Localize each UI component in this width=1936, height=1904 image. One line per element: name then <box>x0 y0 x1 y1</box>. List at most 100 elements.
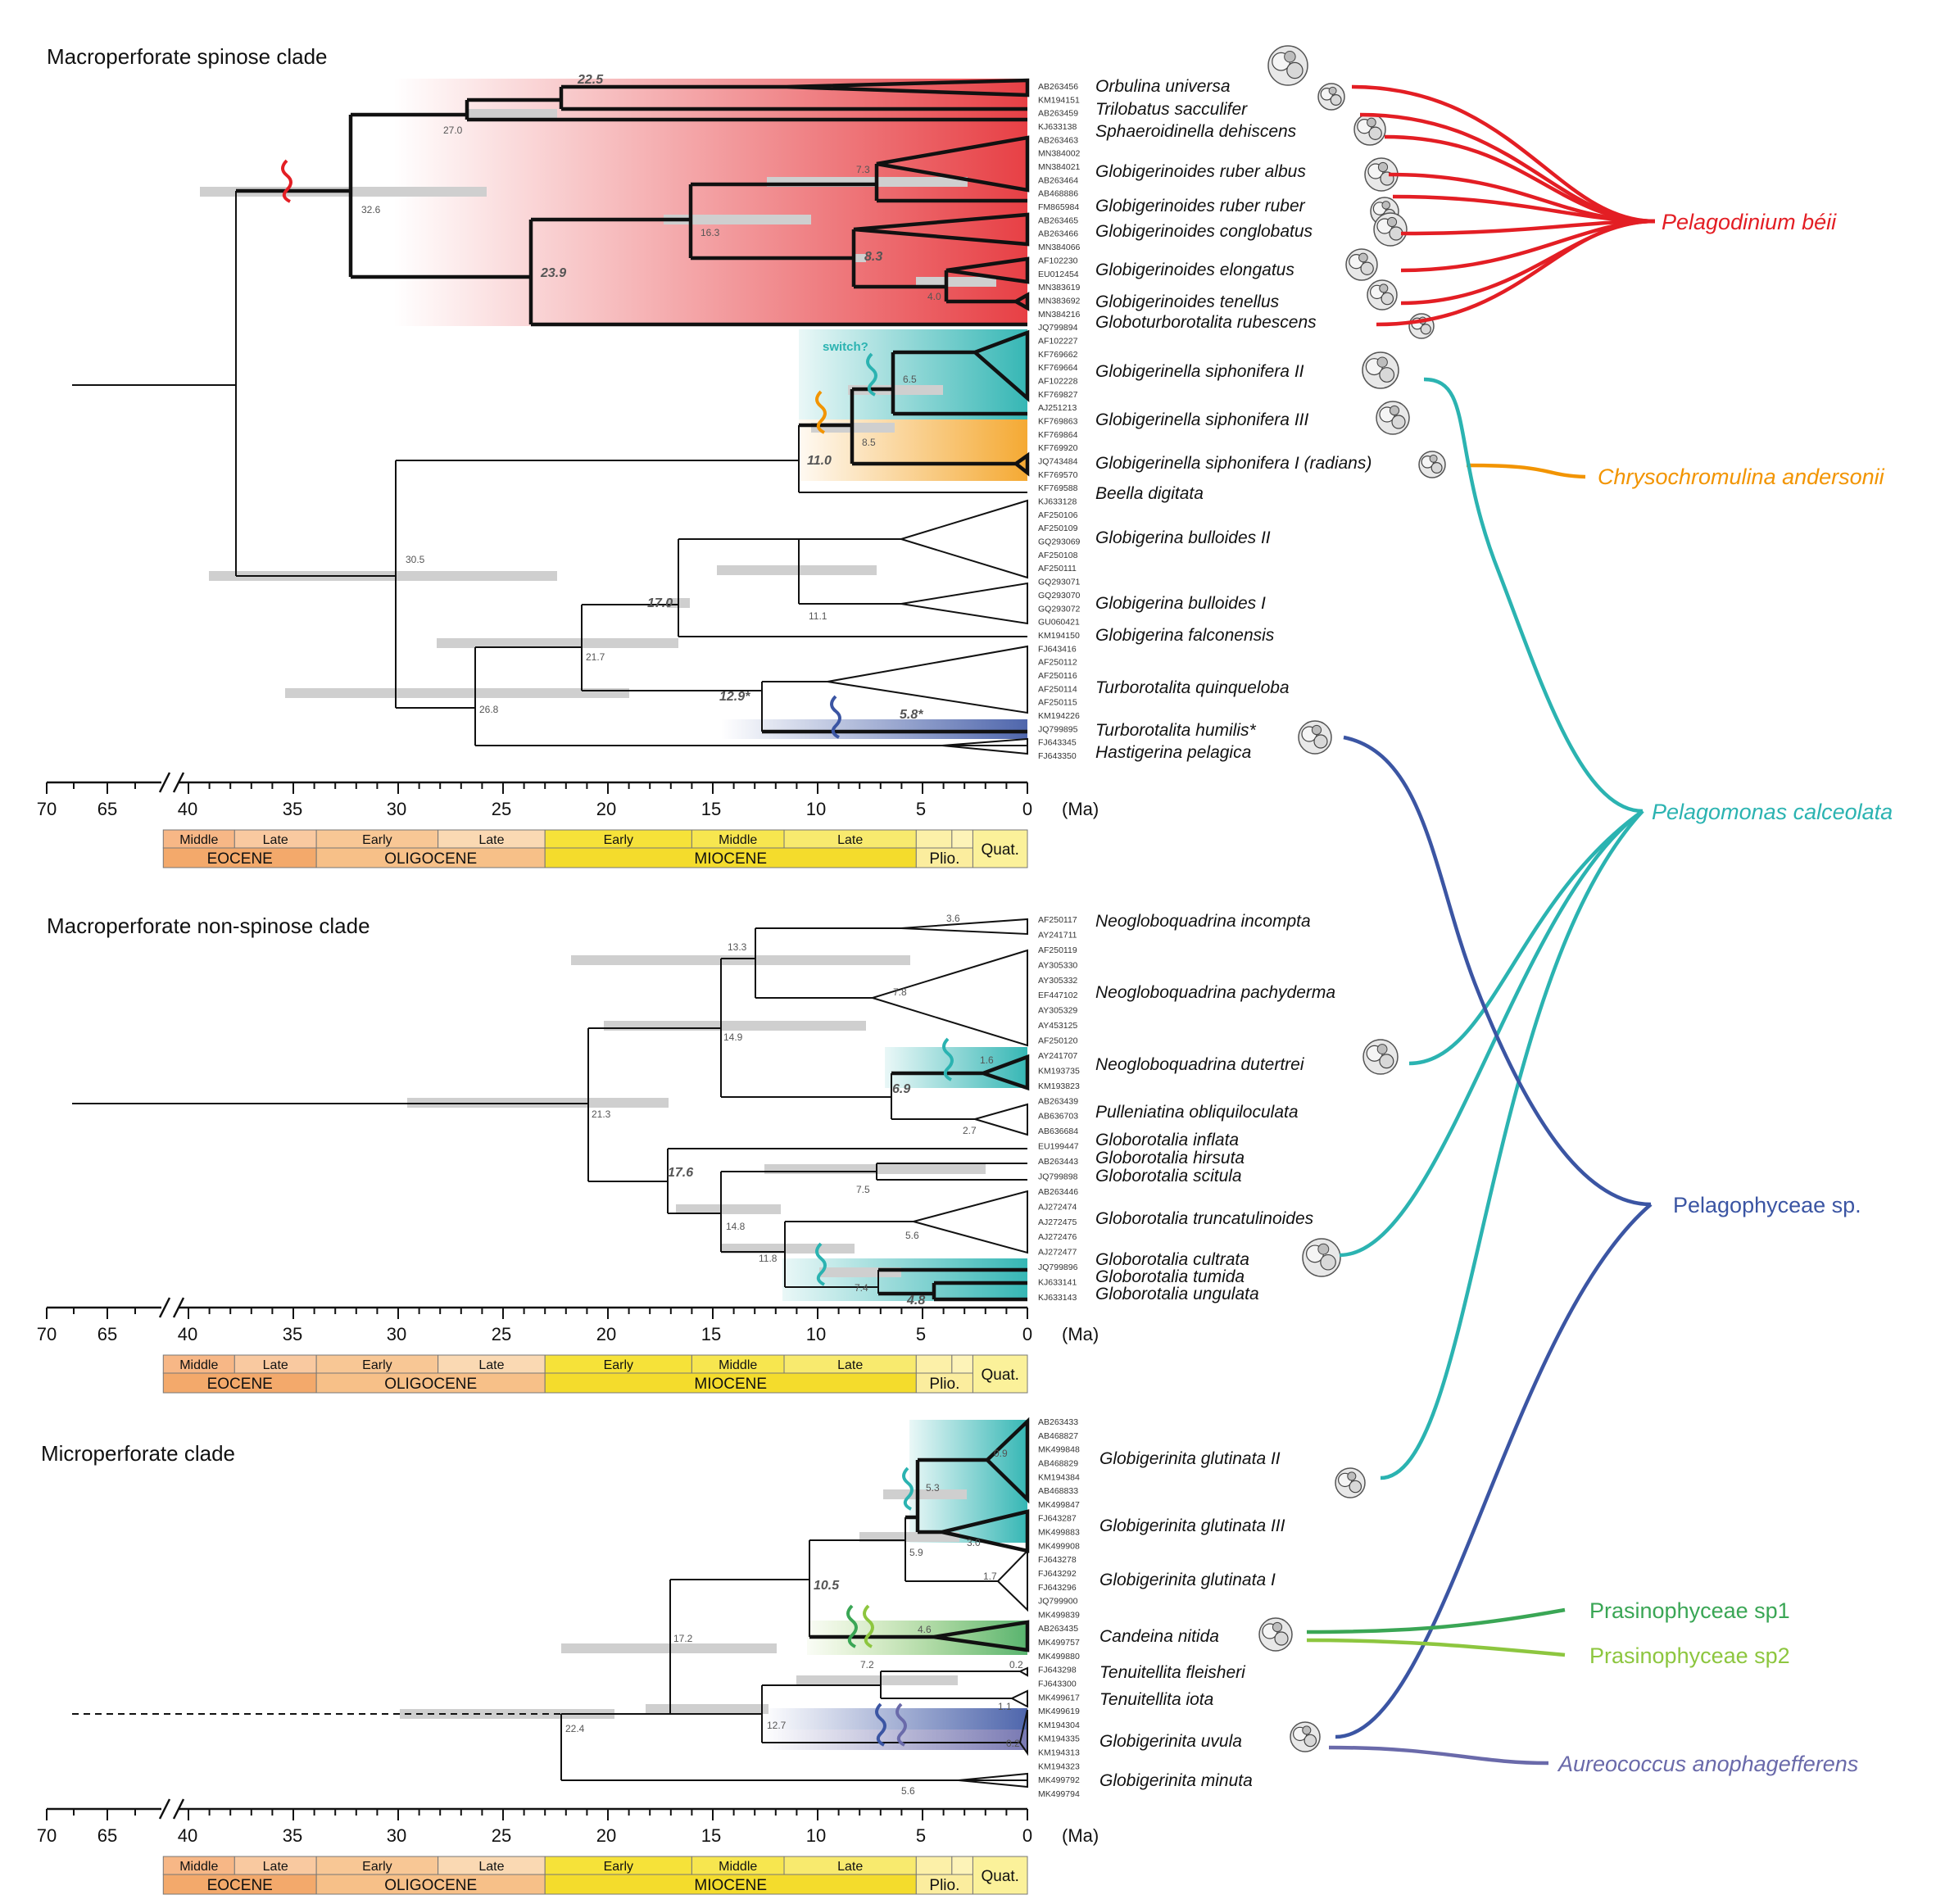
axis-break-icon <box>158 1297 185 1318</box>
links-red <box>1351 84 1656 327</box>
foram-sketch-icon <box>1362 351 1399 389</box>
accession-id: KM194226 <box>1038 711 1080 721</box>
accession-id: KM194151 <box>1038 95 1080 105</box>
taxon-label: Globigerinita uvula <box>1099 1732 1242 1751</box>
accession-id: AF250120 <box>1038 1036 1078 1046</box>
accession-id: AB468886 <box>1038 189 1078 199</box>
foram-sketch-icon <box>1345 248 1378 281</box>
node-age: 32.6 <box>361 204 381 215</box>
geologic-age-label: Early <box>604 1860 633 1874</box>
acquisition-icon-purple <box>895 1702 907 1747</box>
symbiont-label: Pelagophyceae sp. <box>1673 1193 1861 1217</box>
node-age: 5.6 <box>905 1230 919 1241</box>
accession-id: MN383619 <box>1038 283 1081 292</box>
accession-id: MK499757 <box>1038 1638 1080 1648</box>
taxon-label: Globorotalia scitula <box>1095 1167 1242 1185</box>
accession-id: GQ293071 <box>1038 578 1081 587</box>
panel-title: Microperforate clade <box>41 1441 235 1466</box>
geologic-epoch-label: EOCENE <box>207 1376 273 1393</box>
foram-sketch-icon <box>1376 401 1410 435</box>
accession-id: JQ743484 <box>1038 457 1078 467</box>
geologic-epoch-cell <box>915 847 973 868</box>
accession-id: JQ799900 <box>1038 1597 1078 1607</box>
accession-id: MN384216 <box>1038 310 1081 320</box>
symbiont-bg-blue <box>721 719 1027 739</box>
symbiont-bg-teal <box>799 329 1027 419</box>
accession-id: KF769570 <box>1038 470 1078 480</box>
geologic-epoch-label: Plio. <box>929 850 959 868</box>
node-age: 21.7 <box>586 651 605 663</box>
acquisition-icon-blue <box>875 1702 886 1747</box>
geologic-epoch-cell <box>972 1354 1028 1394</box>
axis-tick-label: 65 <box>97 1324 117 1344</box>
node-age: 11.1 <box>809 610 827 622</box>
accession-id: AB468833 <box>1038 1486 1078 1496</box>
accession-id: KF769662 <box>1038 350 1078 360</box>
accession-id: FJ643287 <box>1038 1514 1077 1524</box>
acquisition-icon-blue <box>830 695 841 739</box>
node-age-bold: 10.5 <box>814 1579 840 1593</box>
accession-id: AB263466 <box>1038 229 1078 239</box>
geologic-age-label: Middle <box>179 1358 218 1372</box>
geologic-age-label: Middle <box>179 1860 218 1874</box>
accession-id: AF102230 <box>1038 256 1078 265</box>
accession-id: AF250115 <box>1038 698 1077 708</box>
geologic-epoch-cell <box>162 1874 317 1895</box>
node-age-bold: 23.9 <box>540 266 566 280</box>
acquisition-icon-teal <box>942 1037 954 1081</box>
axis-tick-label: 0 <box>1022 1324 1032 1344</box>
taxon-labels: Globigerinita glutinata II Globigerinita… <box>1099 1449 1285 1790</box>
links-teal <box>1339 377 1644 1480</box>
accession-id: AJ272475 <box>1038 1217 1077 1227</box>
accession-id: KJ633143 <box>1038 1293 1077 1303</box>
symbiont-links <box>1306 84 1656 1766</box>
hpd-bars <box>407 955 986 1277</box>
geologic-age-label: Early <box>362 833 392 847</box>
accession-id: AY241711 <box>1038 930 1077 940</box>
accession-list: AB263433AB468827MK499848AB468829KM194384… <box>1038 1417 1080 1799</box>
accession-id: MK499847 <box>1038 1500 1080 1510</box>
geologic-epoch-cell <box>915 1372 973 1394</box>
taxon-label: Trilobatus sacculifer <box>1095 100 1248 119</box>
taxon-label: Globoturborotalita rubescens <box>1095 313 1317 332</box>
accession-id: KM193823 <box>1038 1081 1080 1091</box>
accession-id: KJ633128 <box>1038 497 1077 507</box>
taxon-label: Globigerinella siphonifera I (radians) <box>1095 454 1372 473</box>
node-ages: 0.9 5.3 3.0 5.9 1.7 4.6 17.2 7.2 0.2 1.1… <box>565 1448 1023 1797</box>
taxon-label: Globigerinella siphonifera III <box>1095 410 1308 429</box>
geologic-age-label: Early <box>604 833 633 847</box>
axis-tick-label: 35 <box>283 1324 302 1344</box>
axis-tick-label: 30 <box>387 799 406 819</box>
taxon-label: Neogloboquadrina pachyderma <box>1095 983 1335 1002</box>
node-age: 7.4 <box>855 1282 868 1294</box>
panel-microperforate: Microperforate clade <box>41 1417 1285 1799</box>
node-age-bold: 17.0 <box>647 596 673 610</box>
axis-tick-label: 25 <box>492 1324 511 1344</box>
node-age: 5.6 <box>901 1785 915 1797</box>
axis-tick-label: 5 <box>916 799 926 819</box>
geologic-age-label: Late <box>478 1358 504 1372</box>
symbiont-label: Chrysochromulina andersonii <box>1598 465 1885 489</box>
accession-id: EF447102 <box>1038 991 1078 1000</box>
links-blue <box>1335 735 1653 1739</box>
geologic-age-label: Early <box>604 1358 633 1372</box>
geologic-age-label: Late <box>837 1860 863 1874</box>
axis-tick-label: 70 <box>37 1825 57 1846</box>
symbiont-label: Pelagodinium béii <box>1662 210 1837 234</box>
accession-id: AF250116 <box>1038 671 1077 681</box>
symbiont-bg-blue <box>762 1708 1027 1729</box>
axis-tick-label: 40 <box>178 799 197 819</box>
accession-id: AF250112 <box>1038 658 1077 668</box>
accession-id: AF250109 <box>1038 524 1078 533</box>
geologic-age-label: Late <box>263 1358 288 1372</box>
accession-id: KF769827 <box>1038 390 1078 400</box>
axis-tick-label: 25 <box>492 1825 511 1846</box>
accession-id: GU060421 <box>1038 618 1080 628</box>
node-age-bold: 22.5 <box>577 73 604 87</box>
accession-id: AJ272474 <box>1038 1202 1077 1212</box>
tree-spinose <box>72 78 1030 755</box>
taxon-labels: Orbulina universa Trilobatus sacculifer … <box>1095 77 1372 762</box>
taxon-label: Candeina nitida <box>1099 1627 1219 1646</box>
